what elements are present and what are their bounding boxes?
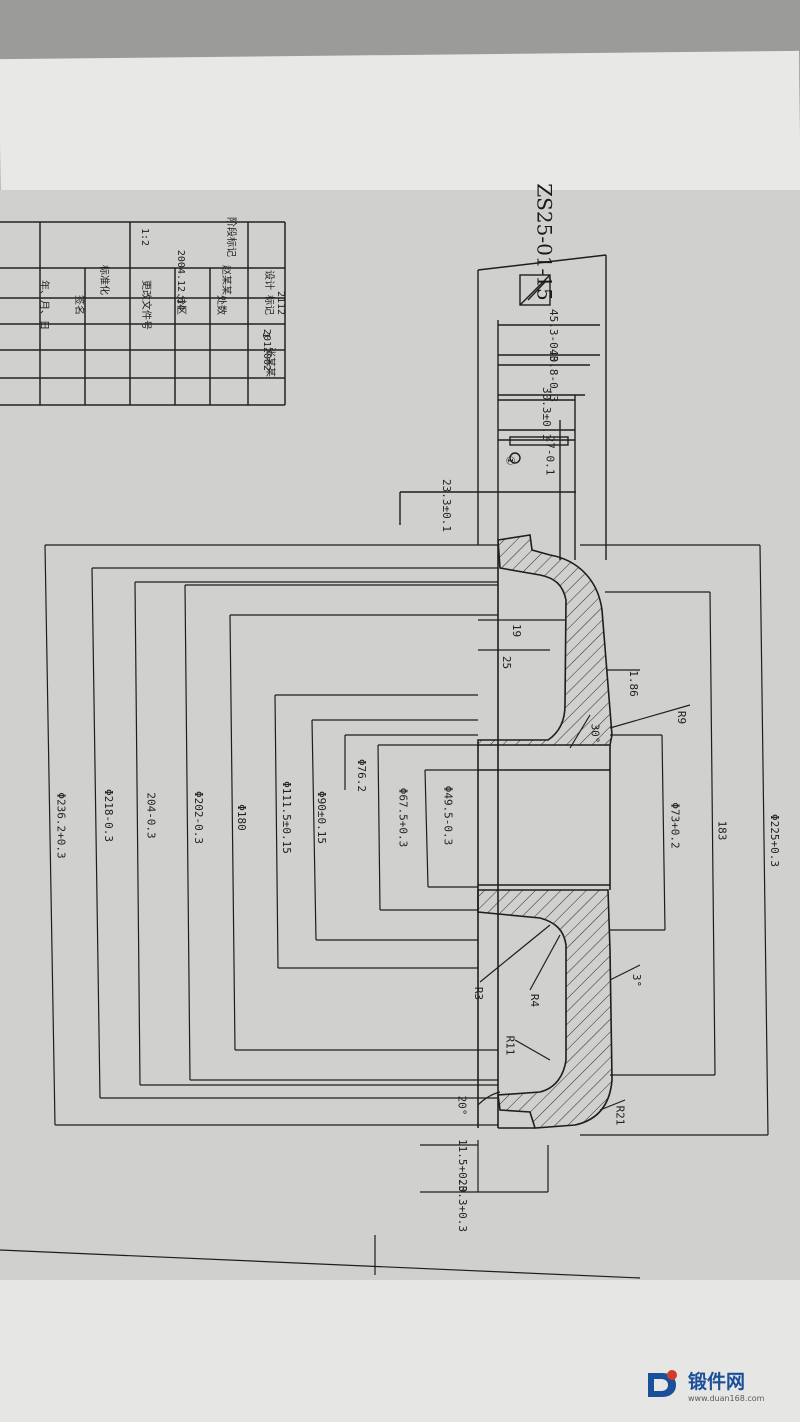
title-row2-cell2: 处数	[215, 295, 226, 315]
dim-phi-180: Φ180	[234, 804, 248, 831]
title-row4-cell2: 阶段标记	[225, 217, 236, 257]
dim-183: 183	[715, 820, 729, 841]
drawing-sheet	[0, 190, 800, 1285]
dim-r11: R11	[503, 1035, 517, 1056]
title-row3-cell2: 赵某某	[220, 265, 231, 295]
dim-phi-76-2: Φ76.2	[355, 758, 369, 793]
dim-phi-236-2: Φ236.2+0.3	[54, 792, 68, 859]
watermark-title: 锻件网	[688, 1371, 746, 1393]
dim-phi-49-5: Φ49.5-0.3	[441, 785, 455, 846]
watermark-logo: 锻件网 www.duan168.com	[642, 1362, 782, 1408]
dimension-lines-right	[0, 544, 769, 1279]
dim-phi-225: Φ225+0.3	[767, 814, 781, 867]
dim-20-3: 20.3+0.3	[455, 1179, 469, 1232]
dim-23-3: 23.3±0.1	[439, 479, 453, 532]
circle-label: ①	[503, 455, 517, 466]
dim-25: 25	[500, 655, 514, 670]
dim-r4: R4	[528, 993, 542, 1008]
dim-27: 27-0.1	[543, 435, 557, 476]
watermark-url: www.duan168.com	[688, 1394, 765, 1403]
paper-sheet-bottom	[0, 1280, 800, 1422]
title-row1-cell4: 2112	[275, 290, 287, 316]
dim-1-86: 1.86	[626, 670, 640, 697]
dim-phi-111-5: Φ111.5±0.15	[279, 781, 293, 854]
dim-phi-90: Φ90±0.15	[314, 791, 328, 844]
title-row2-cell6: 年、月、日	[38, 280, 49, 330]
dim-r9: R9	[675, 710, 689, 725]
dim-30-deg: 30°	[588, 723, 602, 744]
dim-3-deg: 3°	[630, 973, 644, 988]
title-row1-cell3: 张某某	[264, 347, 275, 377]
title-row3-cell4: 标准化	[98, 265, 109, 295]
title-row3-cell1: 设计	[263, 270, 274, 290]
dim-19: 19	[510, 623, 524, 638]
dim-phi-202: Φ202-0.3	[191, 791, 205, 844]
title-row2-cell4: 更改文件号	[140, 280, 151, 330]
title-row2-cell5: 签名	[73, 295, 84, 315]
dim-20-deg: 20°	[455, 1095, 469, 1116]
title-row3-cell3: 2004.12.14	[175, 249, 187, 311]
title-row4-cell1: 1:2	[139, 227, 151, 247]
dim-r21: R21	[613, 1105, 627, 1126]
dim-204: 204-0.3	[144, 792, 158, 839]
part-strip	[399, 254, 607, 560]
dim-phi-218: Φ218-0.3	[101, 789, 115, 842]
dim-30-3: 30.3±0.1	[539, 387, 553, 440]
title-row2-cell1: 标记	[263, 295, 274, 315]
part-section	[477, 534, 613, 1129]
dimension-lines	[44, 544, 565, 1193]
duan168-logo-icon	[648, 1370, 677, 1397]
title-block	[0, 221, 286, 406]
dim-phi-73: Φ73+0.2	[668, 802, 682, 849]
handwritten-note: ZS25-01-15	[532, 183, 557, 301]
dim-r3: R3	[472, 986, 486, 1001]
dim-phi-67-5: Φ67.5+0.3	[396, 787, 410, 848]
